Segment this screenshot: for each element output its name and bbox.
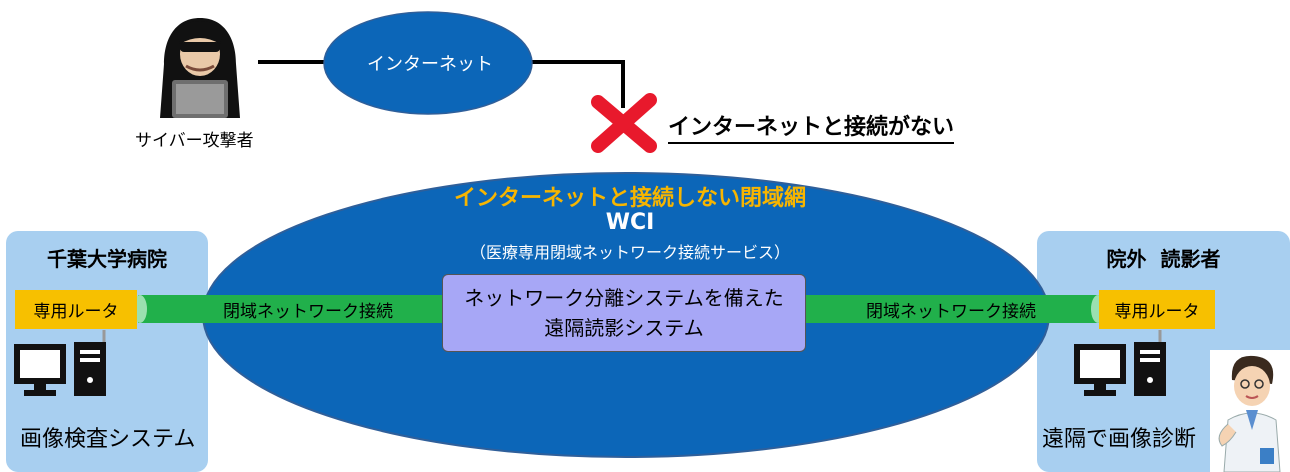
left-system-label: 画像検査システム xyxy=(20,427,196,452)
doctor-icon xyxy=(1210,350,1290,472)
blocked-x-icon xyxy=(591,93,657,153)
hospital-title: 千葉大学病院 xyxy=(47,247,167,271)
left-router: 専用ルータ xyxy=(15,290,137,329)
internet-label: インターネット xyxy=(367,54,493,75)
closed-network-name: WCI xyxy=(605,210,655,235)
left-connection-label: 閉域ネットワーク接続 xyxy=(223,302,393,322)
closed-network-title: インターネットと接続しない閉域網 xyxy=(453,186,806,211)
remote-reader-title: 院外 読影者 xyxy=(1106,247,1221,271)
center-system-line2: 遠隔読影システム xyxy=(544,316,704,340)
closed-network-description: （医療専用閉域ネットワーク接続サービス） xyxy=(469,243,790,262)
right-connection-label: 閉域ネットワーク接続 xyxy=(866,302,1036,322)
right-router: 専用ルータ xyxy=(1099,290,1215,329)
no-connection-label: インターネットと接続がない xyxy=(668,115,955,144)
computer-icon xyxy=(14,330,106,396)
right-system-label: 遠隔で画像診断 xyxy=(1042,427,1197,452)
center-system-line1: ネットワーク分離システムを備えた xyxy=(464,286,784,310)
remote-reading-system-box: ネットワーク分離システムを備えた 遠隔読影システム xyxy=(442,274,806,352)
attacker-label: サイバー攻撃者 xyxy=(135,131,254,151)
computer-icon xyxy=(1074,330,1166,396)
hacker-icon xyxy=(160,18,240,118)
